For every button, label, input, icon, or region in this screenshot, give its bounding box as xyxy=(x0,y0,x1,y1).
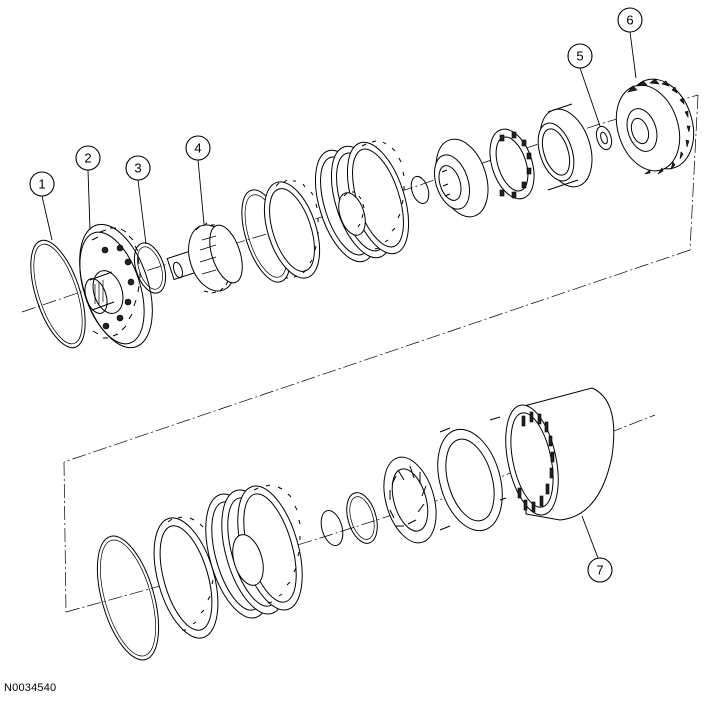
lower-clutch-pack-2 xyxy=(205,484,303,619)
lower-spring-retainer xyxy=(383,456,437,544)
upper-small-snap-ring xyxy=(410,175,430,205)
callout-6-label: 6 xyxy=(626,13,633,28)
upper-clutch-pack-1 xyxy=(241,179,321,283)
upper-clutch-pack-2 xyxy=(314,140,410,263)
part-4-gear-shaft xyxy=(166,222,243,294)
upper-roller-bearing xyxy=(489,128,535,200)
callout-2: 2 xyxy=(75,145,101,231)
part-1-snap-ring xyxy=(30,236,86,349)
callout-7: 7 xyxy=(581,515,613,583)
lower-small-snap-ring xyxy=(320,509,344,547)
upper-spline-hub xyxy=(433,138,489,218)
callout-3: 3 xyxy=(125,155,151,245)
callout-4: 4 xyxy=(185,135,211,225)
lower-piston xyxy=(437,416,507,532)
callout-1: 1 xyxy=(29,171,55,241)
callout-6: 6 xyxy=(617,7,643,79)
callout-7-label: 7 xyxy=(596,563,603,578)
part-3-seal-ring xyxy=(133,242,167,294)
callout-4-label: 4 xyxy=(194,141,201,156)
callout-5-label: 5 xyxy=(576,49,583,64)
part-6-large-gear xyxy=(615,78,695,175)
part-2-hub xyxy=(79,223,153,349)
callout-3-label: 3 xyxy=(134,161,141,176)
lower-large-snap-ring xyxy=(96,535,160,661)
upper-drum-ring xyxy=(537,103,593,191)
lower-seal-ring xyxy=(346,492,378,544)
figure-reference-code: N0034540 xyxy=(4,682,57,694)
part-5-thrust-washer xyxy=(595,125,613,151)
callout-2-label: 2 xyxy=(84,151,91,166)
callout-1-label: 1 xyxy=(38,177,45,192)
callout-5: 5 xyxy=(567,43,601,127)
part-7-clutch-drum xyxy=(505,387,615,521)
